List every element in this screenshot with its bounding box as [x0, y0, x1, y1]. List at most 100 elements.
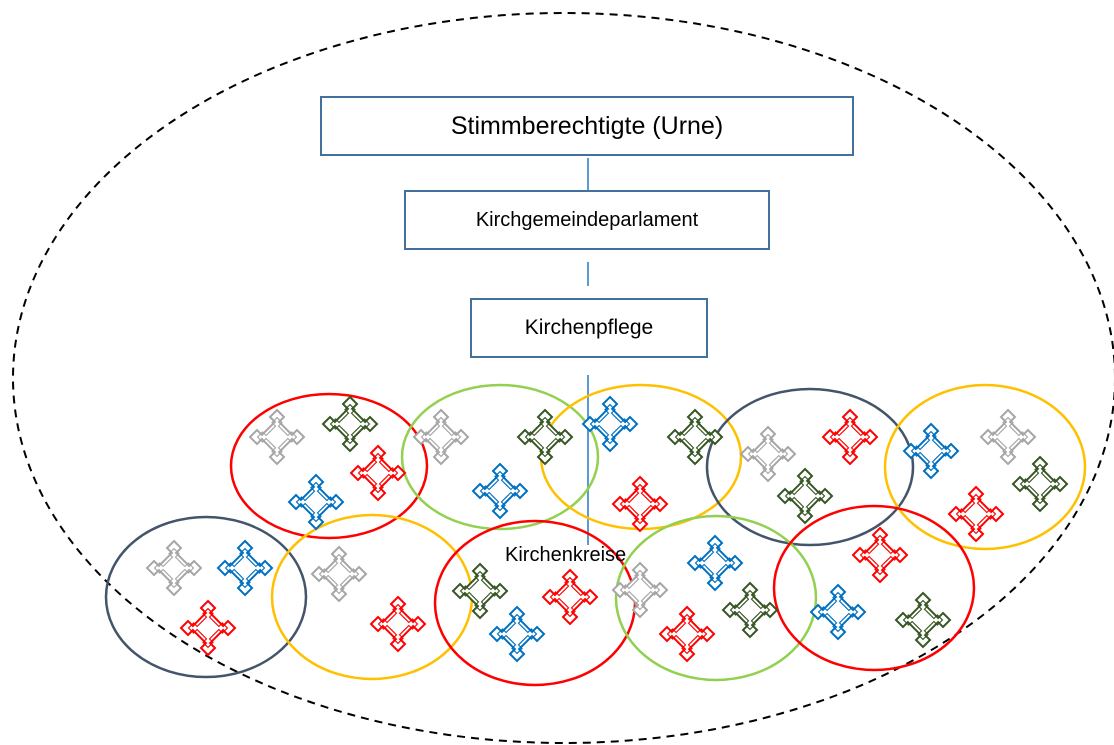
parish-icon-inner [524, 416, 566, 458]
parish-icon-red [947, 485, 1005, 543]
parish-icon-inner [357, 452, 399, 494]
parish-icon-gray [412, 408, 470, 466]
parish-icon-outline [611, 475, 669, 533]
parish-icon-inner [377, 603, 419, 645]
parish-icon-outline [776, 467, 834, 525]
parish-icon-dkgreen [776, 467, 834, 525]
parish-icon-outline [739, 425, 797, 483]
parish-icon-outline [349, 444, 407, 502]
parish-icon-outline [658, 605, 716, 663]
parish-icon-red [821, 408, 879, 466]
parish-icon-outline [516, 408, 574, 466]
parish-icon-gray [248, 408, 306, 466]
parish-icon-dkgreen [721, 581, 779, 639]
parish-icon-inner [829, 416, 871, 458]
parish-icon-blue [216, 539, 274, 597]
parish-icon-outline [471, 462, 529, 520]
parish-icon-outline [686, 534, 744, 592]
church-care-box: Kirchenpflege [470, 298, 708, 358]
parish-icon-inner [747, 433, 789, 475]
parish-icon-gray [145, 539, 203, 597]
parish-icon-outline [979, 408, 1037, 466]
parish-icon-inner [694, 542, 736, 584]
parish-icon-outline [248, 408, 306, 466]
parish-icon-outline [666, 408, 724, 466]
parish-icon-inner [619, 483, 661, 525]
parish-icon-inner [459, 570, 501, 612]
parish-icon-outline [611, 561, 669, 619]
parish-icon-gray [611, 561, 669, 619]
church-circle-yellow [270, 513, 474, 681]
parish-icon-gray [979, 408, 1037, 466]
parish-icon-outline [821, 408, 879, 466]
parish-icon-inner [1019, 463, 1061, 505]
parish-icon-inner [666, 613, 708, 655]
parish-icons-group [145, 395, 1069, 663]
parish-icon-inner [187, 607, 229, 649]
parish-icon-inner [549, 576, 591, 618]
parish-icon-dkgreen [894, 591, 952, 649]
parish-icon-gray [310, 545, 368, 603]
parish-icon-red [369, 595, 427, 653]
parish-icon-blue [809, 583, 867, 641]
voters-box: Stimmberechtigte (Urne) [320, 96, 854, 156]
parish-icon-inner [153, 547, 195, 589]
church-circle-green [614, 514, 818, 682]
parish-icon-inner [859, 534, 901, 576]
parish-icon-inner [729, 589, 771, 631]
parish-icon-inner [910, 430, 952, 472]
parish-icon-dkgreen [451, 562, 509, 620]
church-care-label: Kirchenpflege [524, 316, 654, 339]
parish-icon-inner [318, 553, 360, 595]
parish-icon-inner [589, 403, 631, 445]
parish-icon-inner [817, 591, 859, 633]
parish-icon-inner [256, 416, 298, 458]
parish-icon-dkgreen [666, 408, 724, 466]
parish-icon-outline [541, 568, 599, 626]
parish-icon-inner [619, 569, 661, 611]
voters-label: Stimmberechtigte (Urne) [450, 111, 724, 140]
parish-icon-outline [321, 395, 379, 453]
parish-icon-outline [1011, 455, 1069, 513]
parliament-label: Kirchgemeindeparlament [475, 208, 699, 231]
church-circle-navy [104, 515, 308, 679]
parish-icon-blue [902, 422, 960, 480]
church-circle-yellow [883, 383, 1087, 551]
parish-icon-inner [224, 547, 266, 589]
parish-icon-outline [947, 485, 1005, 543]
parish-icon-outline [721, 581, 779, 639]
parish-icon-outline [581, 395, 639, 453]
church-circle-green [400, 383, 600, 531]
parish-icon-outline [902, 422, 960, 480]
parish-icon-blue [287, 473, 345, 531]
parish-icon-inner [295, 481, 337, 523]
parish-icon-inner [987, 416, 1029, 458]
parish-icon-inner [784, 475, 826, 517]
parish-icon-red [611, 475, 669, 533]
parish-icon-outline [145, 539, 203, 597]
parish-icon-outline [179, 599, 237, 657]
parish-icon-inner [479, 470, 521, 512]
parish-icon-dkgreen [321, 395, 379, 453]
parish-icon-dkgreen [1011, 455, 1069, 513]
parish-icon-red [658, 605, 716, 663]
parliament-box: Kirchgemeindeparlament [404, 190, 770, 250]
parish-icon-outline [287, 473, 345, 531]
parish-icon-outline [488, 605, 546, 663]
parish-icon-outline [412, 408, 470, 466]
parish-icon-inner [420, 416, 462, 458]
church-circles-label: Kirchenkreise [505, 544, 627, 566]
parish-icon-outline [451, 562, 509, 620]
parish-icon-blue [488, 605, 546, 663]
parish-icon-outline [809, 583, 867, 641]
parish-icon-outline [216, 539, 274, 597]
parish-icon-outline [894, 591, 952, 649]
parish-icon-red [179, 599, 237, 657]
parish-icon-red [349, 444, 407, 502]
parish-icon-outline [851, 526, 909, 584]
parish-icon-gray [739, 425, 797, 483]
parish-icon-dkgreen [516, 408, 574, 466]
church-circle-navy [705, 387, 915, 547]
